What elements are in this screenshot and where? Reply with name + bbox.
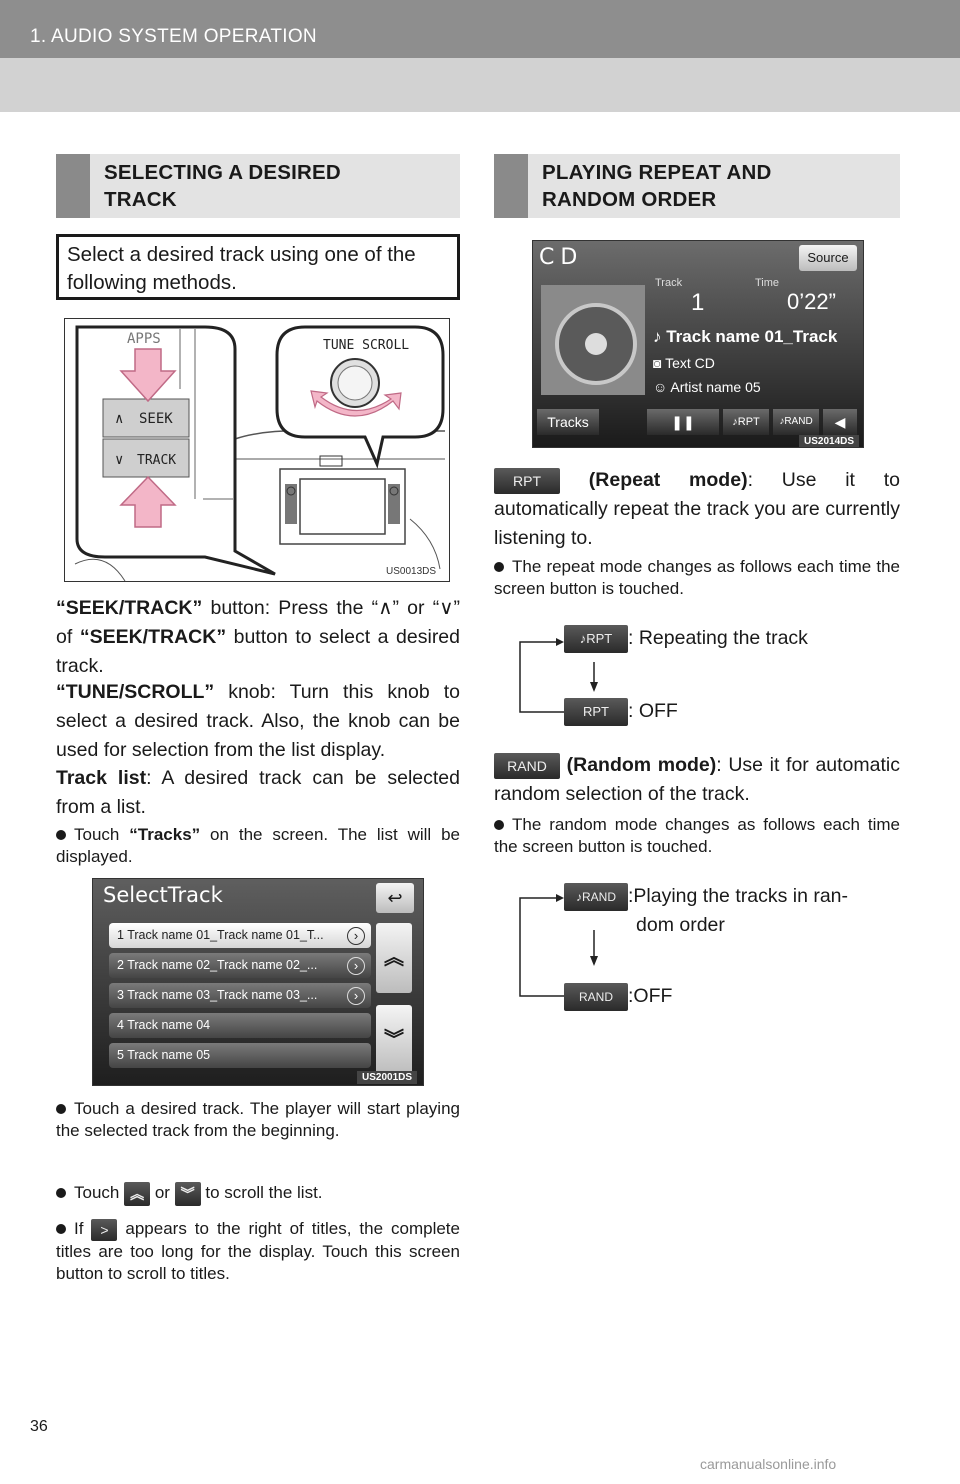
- tune-scroll-label: TUNE SCROLL: [323, 338, 409, 353]
- back-icon[interactable]: ↩: [376, 883, 414, 913]
- random-button[interactable]: ♪RAND: [773, 409, 819, 435]
- bullet-touch-tracks: Touch “Tracks” on the screen. The list w…: [56, 825, 460, 866]
- track-title: 5 Track name 05: [117, 1048, 211, 1062]
- page-down-icon: ︾: [174, 1181, 201, 1206]
- page-up-icon: ︽: [124, 1181, 151, 1206]
- time-value: 0’22”: [787, 289, 836, 314]
- track-name: ♪ Track name 01_Track: [653, 327, 838, 346]
- track-title: 3 Track name 03_Track name 03_...: [117, 988, 318, 1002]
- repeat-on-row: ♪RPT: Repeating the track: [564, 625, 808, 653]
- track-list-row[interactable]: 4 Track name 04: [109, 1013, 371, 1038]
- seek-track-paragraph: “SEEK/TRACK” button: Press the “∧” or “∨…: [56, 597, 460, 677]
- bullet-touch-track: Touch a desired track. The player will s…: [56, 1099, 460, 1140]
- track-header: Track: [655, 277, 683, 289]
- repeat-off-icon: RPT: [564, 698, 628, 726]
- track-list-paragraph: Track list: A desired track can be selec…: [56, 767, 460, 818]
- figure-seek-track-buttons: APPS ∧ SEEK ∨ TRACK TUNE SCROLL US0013DS: [64, 318, 450, 582]
- bullet-long-titles: If > appears to the right of titles, the…: [56, 1218, 460, 1283]
- scroll-title-icon[interactable]: ›: [347, 927, 365, 945]
- random-mode-icon: RAND: [494, 752, 560, 779]
- repeat-off-row: RPT: OFF: [564, 698, 678, 726]
- repeat-bullet: The repeat mode changes as follows each …: [494, 557, 900, 598]
- scroll-title-icon: >: [91, 1218, 118, 1241]
- speaker-icon[interactable]: ◀: [823, 409, 857, 435]
- watermark: carmanualsonline.info: [700, 1456, 837, 1472]
- bullet-scroll-list: Touch ︽ or ︾ to scroll the list.: [56, 1180, 460, 1206]
- random-mode-paragraph: RAND (Random mode): Use it for automatic…: [494, 752, 900, 805]
- page-number: 36: [30, 1418, 48, 1435]
- tune-scroll-paragraph: “TUNE/SCROLL” knob: Turn this knob to se…: [56, 681, 460, 761]
- album-art: [541, 285, 645, 395]
- random-on-row: ♪RAND:Playing the tracks in ran- dom ord…: [564, 882, 900, 939]
- apps-label: APPS: [127, 331, 161, 347]
- seek-label: SEEK: [139, 411, 173, 427]
- person-icon: ☺: [653, 379, 671, 395]
- section-title: 1. AUDIO SYSTEM OPERATION: [30, 26, 317, 47]
- figure-code: US2014DS: [799, 435, 860, 447]
- time-header: Time: [755, 277, 780, 289]
- intro-box: Select a desired track using one of the …: [56, 234, 460, 300]
- album-name: ◙ Text CD: [653, 355, 715, 371]
- svg-text:∧: ∧: [115, 411, 123, 427]
- figure-code: US2001DS: [357, 1071, 418, 1084]
- figure-code: US0013DS: [386, 566, 437, 577]
- track-number: 1: [691, 289, 705, 316]
- note-icon: ♪: [732, 416, 738, 428]
- cd-label: CD: [539, 245, 584, 270]
- note-icon: ♪: [579, 631, 587, 646]
- page-up-icon[interactable]: ︽: [376, 923, 412, 993]
- page-header: [0, 0, 960, 112]
- note-icon: ♪: [575, 889, 582, 904]
- random-off-icon: RAND: [564, 983, 628, 1011]
- track-title: 1 Track name 01_Track name 01_T...: [117, 928, 324, 942]
- track-label: TRACK: [137, 453, 176, 468]
- random-cycle-diagram: [519, 894, 598, 997]
- random-on-icon: ♪RAND: [564, 882, 628, 911]
- note-icon: ♪: [779, 416, 785, 427]
- scroll-title-icon[interactable]: ›: [347, 957, 365, 975]
- artist-name: ☺ Artist name 05: [653, 379, 761, 395]
- repeat-on-icon: ♪RPT: [564, 625, 628, 653]
- repeat-mode-icon: RPT: [494, 467, 560, 494]
- track-list-row[interactable]: 2 Track name 02_Track name 02_... ›: [109, 953, 371, 978]
- repeat-button[interactable]: ♪RPT: [723, 409, 769, 435]
- svg-text:∨: ∨: [115, 452, 123, 468]
- track-list-row[interactable]: 5 Track name 05: [109, 1043, 371, 1068]
- track-list-row[interactable]: 3 Track name 03_Track name 03_... ›: [109, 983, 371, 1008]
- pause-icon[interactable]: ❚❚: [647, 409, 719, 435]
- tracks-button[interactable]: Tracks: [537, 409, 599, 435]
- disc-icon: ◙: [653, 355, 666, 371]
- select-track-title: SelectTrack: [103, 883, 223, 907]
- source-button[interactable]: Source: [799, 245, 857, 271]
- random-bullet: The random mode changes as follows each …: [494, 815, 900, 856]
- repeat-cycle-diagram: [519, 638, 598, 713]
- track-list-row[interactable]: 1 Track name 01_Track name 01_T... ›: [109, 923, 371, 948]
- page-down-icon[interactable]: ︾: [376, 1005, 412, 1075]
- note-icon: ♪: [653, 327, 667, 346]
- repeat-mode-paragraph: RPT (Repeat mode): Use it to automatical…: [494, 467, 900, 549]
- track-title: 4 Track name 04: [117, 1018, 211, 1032]
- track-title: 2 Track name 02_Track name 02_...: [117, 958, 318, 972]
- figure-select-track: SelectTrack ↩ 1 Track name 01_Track name…: [92, 878, 424, 1086]
- figure-cd-screen: CD Source Track Time 1 0’22” ♪ Track nam…: [532, 240, 864, 448]
- scroll-title-icon[interactable]: ›: [347, 987, 365, 1005]
- random-off-row: RAND:OFF: [564, 983, 672, 1011]
